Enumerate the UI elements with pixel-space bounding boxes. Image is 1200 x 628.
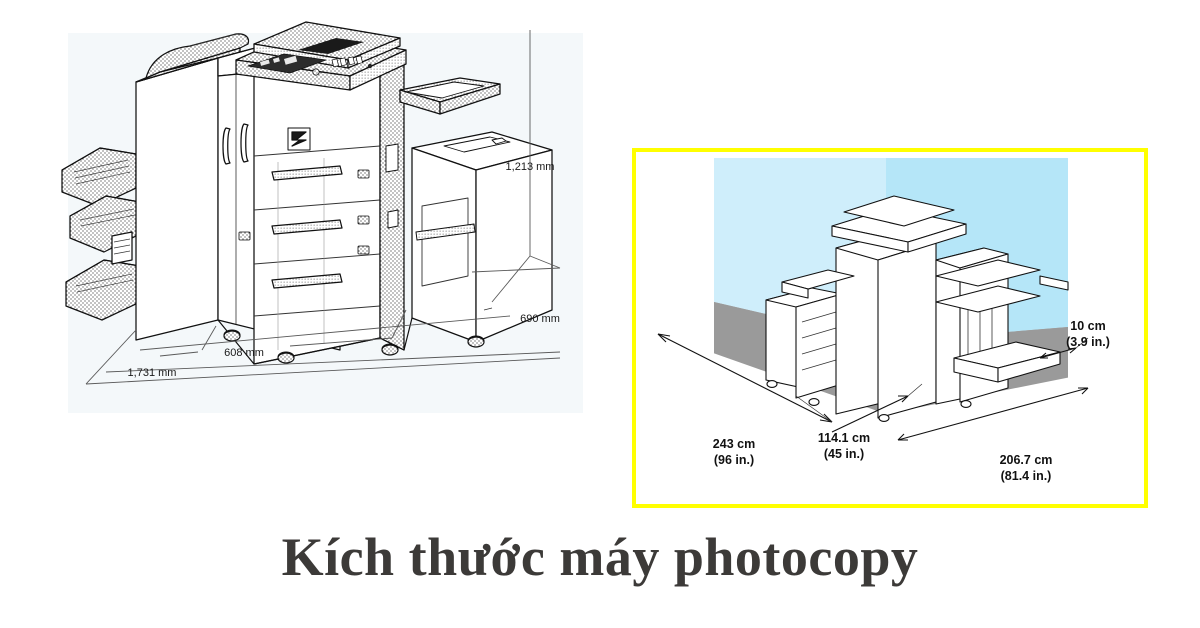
dim-rear-clearance-in: (3.9 in.) xyxy=(1066,335,1110,349)
dim-rear-clearance-cm: 10 cm xyxy=(1070,319,1105,333)
dim-height-label: 1,213 mm xyxy=(506,161,555,173)
right-diagram-panel: 243 cm (96 in.) 114.1 cm (45 in.) 206.7 … xyxy=(632,148,1148,508)
dim-left-clearance-cm: 243 cm xyxy=(713,437,755,451)
copier-drawer-stack xyxy=(238,55,381,365)
copier-base-feet xyxy=(217,317,485,365)
clearance-space-diagram: 243 cm (96 in.) 114.1 cm (45 in.) 206.7 … xyxy=(648,158,1110,483)
side-cabinet-module xyxy=(411,131,553,343)
dimension-lines xyxy=(85,30,561,385)
dim-total-width-label: 1,731 mm xyxy=(128,367,177,379)
page-caption: Kích thước máy photocopy xyxy=(281,527,919,587)
drawer-handle xyxy=(271,165,343,289)
side-output-tray xyxy=(399,77,501,115)
clearance-dimension-labels: 243 cm (96 in.) 114.1 cm (45 in.) 206.7 … xyxy=(713,319,1110,483)
clearance-front xyxy=(886,370,1106,452)
control-panel xyxy=(247,53,373,76)
clearance-dimension-lines xyxy=(657,333,1089,441)
finisher-output-trays xyxy=(61,147,141,321)
dimension-labels: 1,213 mm 690 mm 608 mm 1,731 mm xyxy=(128,161,560,379)
dim-depth-label: 690 mm xyxy=(520,313,560,325)
dim-body-width-label: 608 mm xyxy=(224,347,264,359)
brand-logo-plate xyxy=(287,127,311,151)
dim-machine-depth-in: (45 in.) xyxy=(824,447,864,461)
dim-front-clearance-cm: 206.7 cm xyxy=(1000,453,1053,467)
dim-machine-depth-cm: 114.1 cm xyxy=(818,431,870,445)
scanner-platen-top xyxy=(235,21,407,91)
dim-front-clearance-in: (81.4 in.) xyxy=(1001,469,1052,483)
dim-left-clearance-in: (96 in.) xyxy=(714,453,754,467)
document-feeder xyxy=(253,21,401,69)
copier-illustration xyxy=(765,195,1069,422)
drawer-indicator-label xyxy=(238,169,370,255)
copier-line-drawing: 1,213 mm 690 mm 608 mm 1,731 mm xyxy=(61,21,561,385)
